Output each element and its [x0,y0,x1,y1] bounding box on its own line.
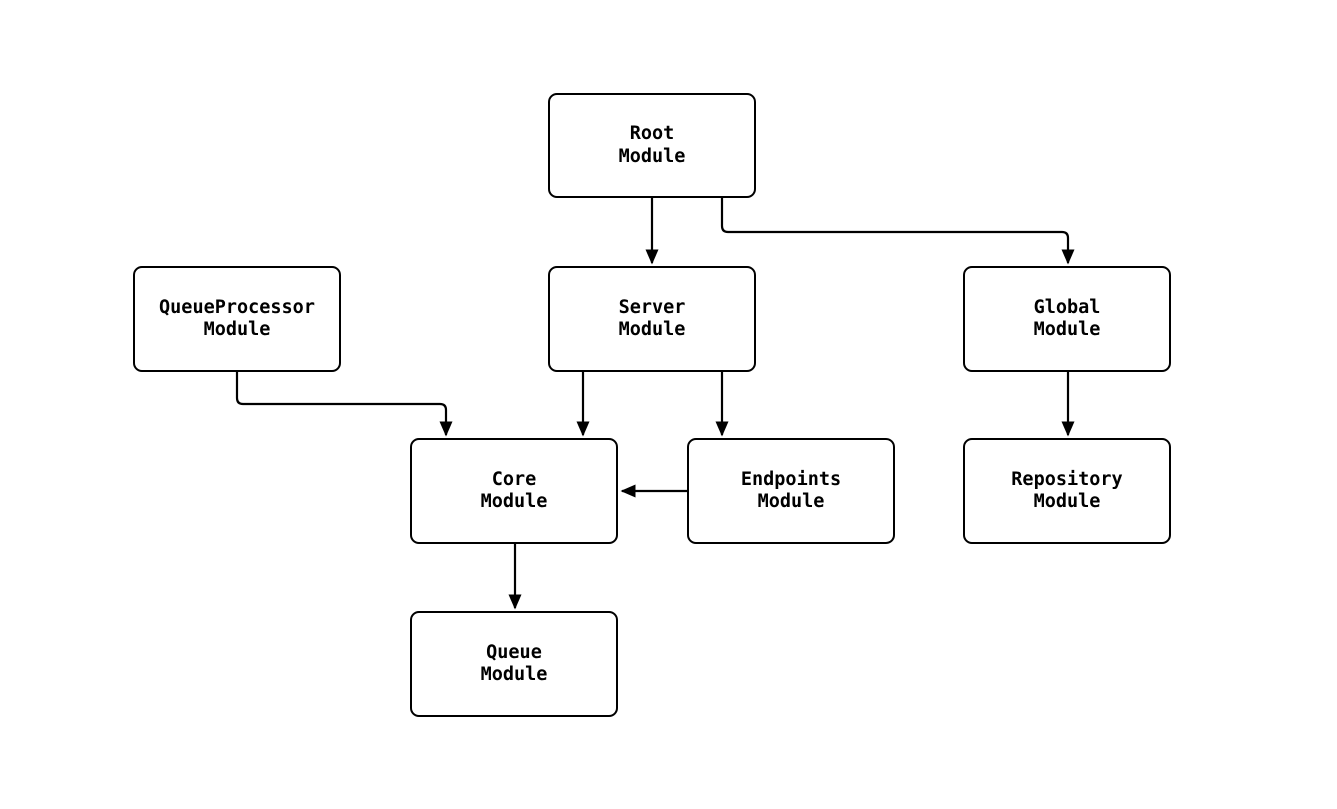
node-repository-module: Repository Module [963,438,1171,544]
node-root-module-label: Root Module [618,123,686,167]
node-endpoints-module: Endpoints Module [687,438,895,544]
node-repository-module-label: Repository Module [1011,468,1123,513]
node-core-module-label: Core Module [480,468,548,513]
node-queueprocessor-module-label: QueueProcessor Module [159,296,315,341]
node-queue-module-label: Queue Module [480,641,548,686]
node-queueprocessor-module: QueueProcessor Module [133,266,341,372]
edge-queueprocessor-to-core [235,372,453,437]
node-global-module: Global Module [963,266,1171,372]
edge-root-to-global [720,198,1075,265]
node-root-module: Root Module [548,93,756,198]
node-global-module-label: Global Module [1033,296,1101,341]
node-endpoints-module-label: Endpoints Module [740,468,842,513]
node-queue-module: Queue Module [410,611,618,717]
node-core-module: Core Module [410,438,618,544]
node-server-module-label: Server Module [618,296,686,341]
node-server-module: Server Module [548,266,756,372]
